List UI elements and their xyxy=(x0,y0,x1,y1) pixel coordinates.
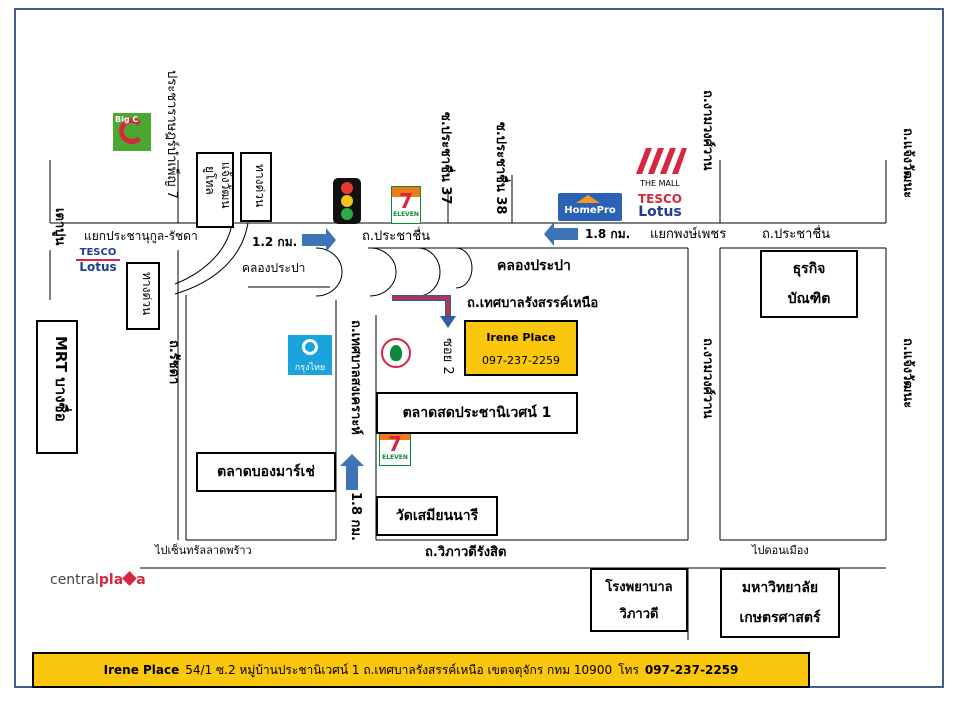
kasetsart-line2: เกษตรศาสตร์ xyxy=(739,610,821,626)
tollway-box: ยูโทล แจ้งวัฒน xyxy=(196,152,234,228)
thesaban-nuea-label: ถ.เทศบาลรังสรรค์เหนือ xyxy=(467,296,599,311)
destination-marker: Irene Place 097-237-2259 xyxy=(464,320,578,376)
vibhavadi-label: ถ.วิภาวดีรังสิต xyxy=(425,545,507,560)
footer-phone: 097-237-2259 xyxy=(644,663,739,677)
kasetsart-line1: มหาวิทยาลัย xyxy=(741,580,819,596)
tesco-lotus-logo-left: TESCO Lotus xyxy=(76,248,120,274)
seven-eleven-logo-top: 7 ELEVEN xyxy=(391,186,421,224)
klong-right-label: คลองประปา xyxy=(497,258,571,274)
klong-left-label: คลองประปา xyxy=(242,261,306,275)
thesaban-songkhro-label: ถ.เทศบาลสงเคราะห์ xyxy=(348,320,363,435)
chaeng-top-label: ถ.แจ้งวัฒนะ xyxy=(900,128,915,199)
expressway-box-lower: ทางด่วน xyxy=(126,262,160,330)
address-footer: Irene Place 54/1 ซ.2 หมู่บ้านประชานิเวศน… xyxy=(32,652,810,688)
sol38-label: ซ.ประชาชื่น 38 xyxy=(493,122,508,215)
bon-marche-label: ตลาดบองมาร์เช่ xyxy=(217,464,315,480)
soi2-label: ซอย 2 xyxy=(440,338,455,375)
destination-name: Irene Place xyxy=(486,331,556,344)
prachaniwet-market-label: ตลาดสดประชานิเวศน์ 1 xyxy=(402,405,552,421)
traffic-light-icon xyxy=(333,178,361,224)
pongpetch-junction-label: แยกพงษ์เพชร xyxy=(650,227,727,242)
wat-samian-label: วัดเสมียนนารี xyxy=(395,508,479,524)
seven-eleven-logo-bottom: 7 ELEVEN xyxy=(379,430,411,466)
expressway-label: ทางด่วน xyxy=(140,272,154,316)
ngamwongwan-mid-label: ถ.งามวงศ์วาน xyxy=(700,338,715,419)
distance-left-label: 1.2 กม. xyxy=(252,235,298,249)
central-plaza-z-icon xyxy=(122,571,138,586)
mrt-label: MRT บางซื่อ xyxy=(52,336,70,422)
toll-lower-label: แจ้งวัฒน xyxy=(219,162,233,209)
dhurakij-line2: บัณฑิต xyxy=(787,291,831,307)
kasetsart-university-box: มหาวิทยาลัย เกษตรศาสตร์ xyxy=(720,568,840,638)
homepro-logo: HomePro xyxy=(558,193,622,221)
prachanukul-junction-label: แยกประชานุกูล-รัชดา xyxy=(84,229,198,243)
ratchada-label: ถ.รัชดา xyxy=(166,340,181,385)
distance-right-label: 1.8 กม. xyxy=(585,227,631,241)
footer-address: 54/1 ซ.2 หมู่บ้านประชานิเวศน์ 1 ถ.เทศบาล… xyxy=(185,662,613,677)
big-c-logo: Big C xyxy=(113,113,151,151)
the-mall-logo: THE MALL xyxy=(632,144,688,188)
tao-poon-label: เตาปูน xyxy=(52,208,67,246)
sol37-label: ซ.ประชาชื่น 37 xyxy=(438,112,453,205)
tesco-lotus-logo-right: TESCO Lotus xyxy=(637,192,683,220)
footer-phone-label: โทร xyxy=(618,662,639,677)
vibhavadi-hospital-box: โรงพยาบาล วิภาวดี xyxy=(590,568,688,632)
dhurakij-bundit-box: ธุรกิจ บัณฑิต xyxy=(760,250,858,318)
prachaniwet-market-box: ตลาดสดประชานิเวศน์ 1 xyxy=(376,392,578,434)
chaeng-right-label: ถ.แจ้งวัฒนะ xyxy=(900,338,915,409)
mrt-box: MRT บางซื่อ xyxy=(36,320,78,454)
destination-phone: 097-237-2259 xyxy=(482,354,560,367)
distance-south-label: 1.8 กม. xyxy=(348,492,363,541)
bon-marche-box: ตลาดบองมาร์เช่ xyxy=(196,452,336,492)
ngamwongwan-top-label: ถ.งามวงศ์วาน xyxy=(700,90,715,171)
krungthai-bank-logo: กรุงไทย xyxy=(288,335,332,375)
to-ladprao-label: ไปเซ็นทรัลลาดพร้าว xyxy=(155,544,252,557)
prachachuen-right-label: ถ.ประชาชื่น xyxy=(762,227,831,242)
to-donmuang-label: ไปดอนเมือง xyxy=(752,544,809,557)
prachachuen-left-label: ถ.ประชาชื่น xyxy=(362,229,431,244)
expressway-box-upper: ทางด่วน xyxy=(240,152,272,222)
kasikorn-bank-logo xyxy=(381,338,411,368)
wat-samian-box: วัดเสมียนนารี xyxy=(376,496,498,536)
pracharat7-label: ประชาราษฎร์บำเพ็ญ 7 xyxy=(164,70,179,199)
footer-name: Irene Place xyxy=(103,663,180,677)
hospital-line2: วิภาวดี xyxy=(619,607,659,622)
dhurakij-line1: ธุรกิจ xyxy=(792,261,826,277)
toll-upper-label: ยูโทล xyxy=(203,166,217,195)
hospital-line1: โรงพยาบาล xyxy=(605,580,673,595)
express-tollway-label: ทางด่วน xyxy=(253,164,267,208)
